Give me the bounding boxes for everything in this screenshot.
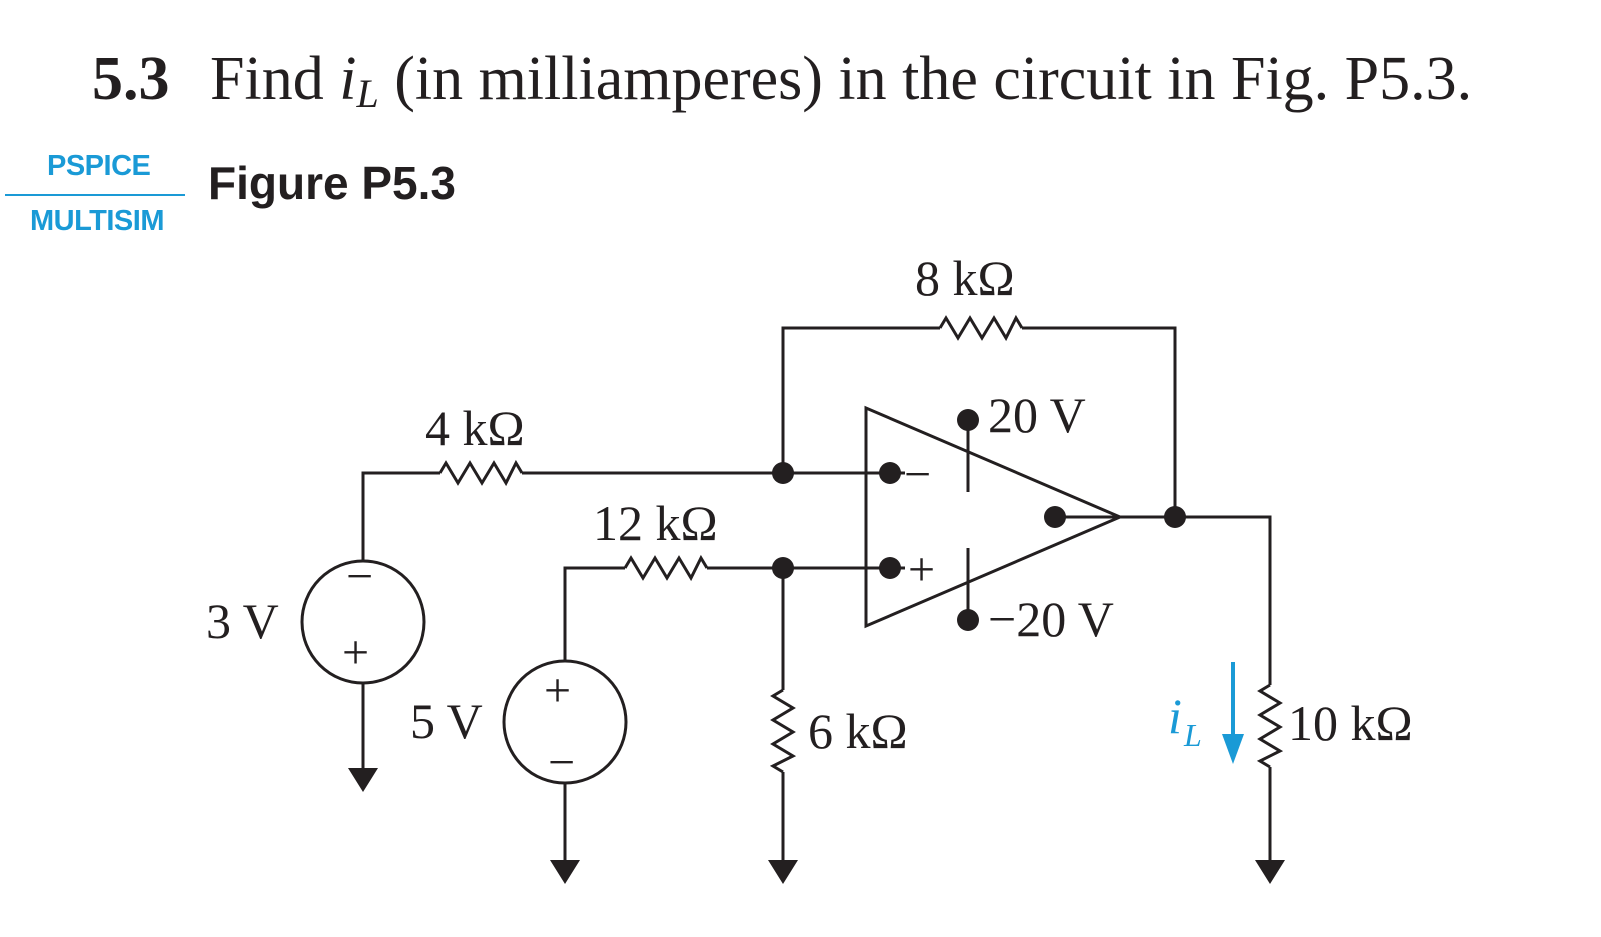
noninverting-input-wire <box>563 566 905 660</box>
opamp-body <box>864 405 1124 629</box>
problem-number: 5.3 <box>92 45 170 113</box>
source-3v-plus-sign: + <box>342 626 369 679</box>
node-negative-supply <box>957 609 979 631</box>
supply-positive-label: 20 V <box>988 387 1086 443</box>
source-5v-label: 5 V <box>410 693 483 749</box>
resistor-8k <box>938 314 1024 342</box>
supply-negative-label: −20 V <box>988 591 1114 647</box>
problem-statement: Find iL (in milliamperes) in the circuit… <box>210 45 1473 114</box>
ground-arrow-2 <box>550 860 580 884</box>
node-inverting-terminal <box>879 462 901 484</box>
figure-label: Figure P5.3 <box>208 157 456 209</box>
source-5v-plus-sign: + <box>544 664 571 717</box>
resistor-12k <box>623 554 709 582</box>
current-label-subscript: L <box>1183 717 1202 753</box>
problem-variable: i <box>339 45 357 113</box>
resistor-10k <box>1256 683 1284 769</box>
node-inverting-junction <box>772 462 794 484</box>
node-positive-supply <box>957 409 979 431</box>
pspice-tag: PSPICE <box>47 150 151 182</box>
multisim-tag: MULTISIM <box>30 205 165 237</box>
problem-text-after: (in milliamperes) in the circuit in Fig.… <box>378 45 1473 113</box>
resistor-6k <box>769 688 797 774</box>
resistor-10k-label: 10 kΩ <box>1288 695 1413 751</box>
ground-arrow-3 <box>768 860 798 884</box>
tag-divider <box>5 194 185 196</box>
opamp-inverting-sign: − <box>904 448 931 501</box>
source-5v-minus-sign: − <box>548 736 575 789</box>
source-3v-label: 3 V <box>206 593 279 649</box>
source-3v-minus-sign: − <box>346 550 373 603</box>
load-top-wire <box>1175 515 1272 685</box>
resistor-4k-label: 4 kΩ <box>425 400 525 456</box>
resistor-12k-label: 12 kΩ <box>593 495 718 551</box>
ground-arrow-1 <box>348 768 378 792</box>
ground-arrow-4 <box>1255 860 1285 884</box>
resistor-6k-label: 6 kΩ <box>808 703 908 759</box>
resistor-8k-label: 8 kΩ <box>915 250 1015 306</box>
opamp-noninverting-sign: + <box>908 543 935 596</box>
problem-variable-subscript: L <box>356 71 379 116</box>
current-label: i <box>1168 688 1182 744</box>
feedback-wire <box>781 326 1177 517</box>
node-noninverting-terminal <box>879 557 901 579</box>
problem-text-before: Find <box>210 45 340 113</box>
current-arrow-icon <box>1222 734 1244 764</box>
resistor-4k <box>438 459 524 487</box>
